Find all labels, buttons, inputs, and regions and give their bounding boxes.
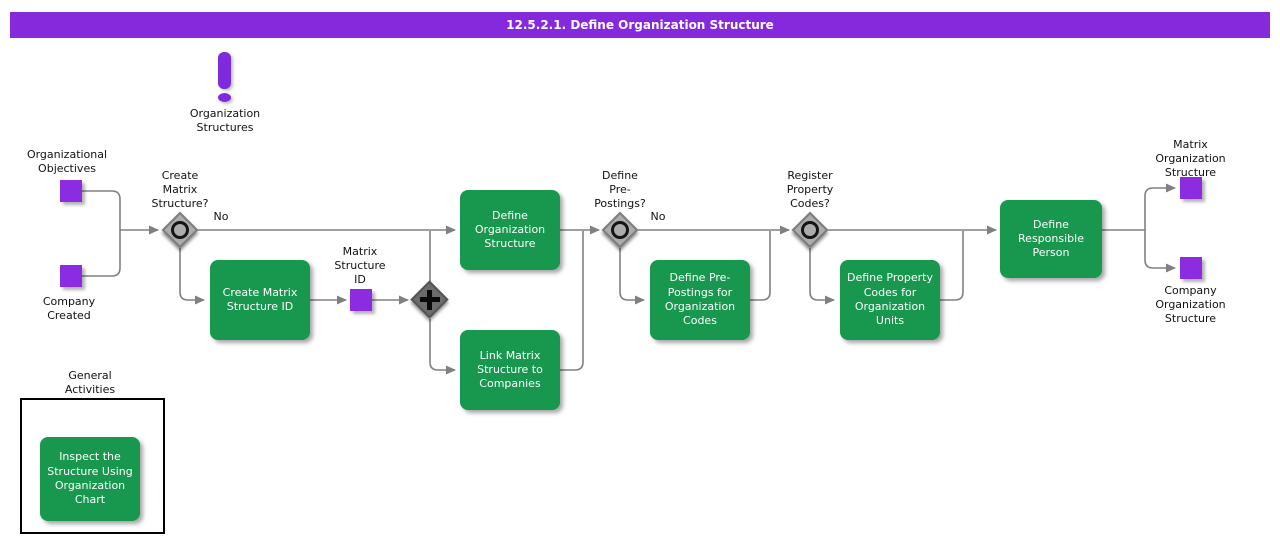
label-organization-structures: Organization Structures [189, 107, 261, 134]
page-title: 12.5.2.1. Define Organization Structure [10, 12, 1270, 38]
exclamation-icon [218, 52, 231, 89]
gateway-register-property-codes [791, 211, 829, 249]
label-company-created: Company Created [42, 295, 96, 322]
gateway-create-matrix-structure [161, 211, 199, 249]
gateway-parallel [410, 280, 449, 319]
edge-label-no-2: No [650, 210, 666, 223]
activity-define-organization-structure[interactable]: Define Organization Structure [460, 190, 560, 270]
label-define-pre-postings-question: Define Pre- Postings? [594, 169, 646, 210]
label-register-property-codes-question: Register Property Codes? [786, 169, 834, 210]
event-matrix-organization-structure [1180, 177, 1202, 199]
gateway-circle-icon [171, 221, 189, 239]
activity-create-matrix-structure-id[interactable]: Create Matrix Structure ID [210, 260, 310, 340]
label-company-organization-structure: Company Organization Structure [1155, 284, 1226, 325]
plus-icon [427, 289, 432, 310]
gateway-circle-icon [611, 221, 629, 239]
label-general-activities: General Activities [64, 369, 116, 396]
event-company-organization-structure [1180, 257, 1202, 279]
label-matrix-structure-id: Matrix Structure ID [334, 245, 386, 286]
activity-define-property-codes[interactable]: Define Property Codes for Organization U… [840, 260, 940, 340]
label-matrix-organization-structure: Matrix Organization Structure [1155, 138, 1226, 179]
activity-inspect-structure[interactable]: Inspect the Structure Using Organization… [40, 437, 140, 521]
gateway-define-pre-postings [601, 211, 639, 249]
label-organizational-objectives: Organizational Objectives [26, 148, 108, 175]
exclamation-icon-dot [218, 93, 231, 102]
event-company-created [60, 265, 82, 287]
event-matrix-structure-id [350, 289, 372, 311]
activity-define-responsible-person[interactable]: Define Responsible Person [1000, 200, 1102, 278]
activity-define-pre-postings[interactable]: Define Pre- Postings for Organization Co… [650, 260, 750, 340]
flow-lines [82, 183, 1176, 375]
gateway-circle-icon [801, 221, 819, 239]
activity-link-matrix-structure-to-companies[interactable]: Link Matrix Structure to Companies [460, 330, 560, 410]
event-organizational-objectives [60, 180, 82, 202]
label-create-matrix-structure-question: Create Matrix Structure? [151, 169, 209, 210]
edge-label-no-1: No [213, 210, 229, 223]
